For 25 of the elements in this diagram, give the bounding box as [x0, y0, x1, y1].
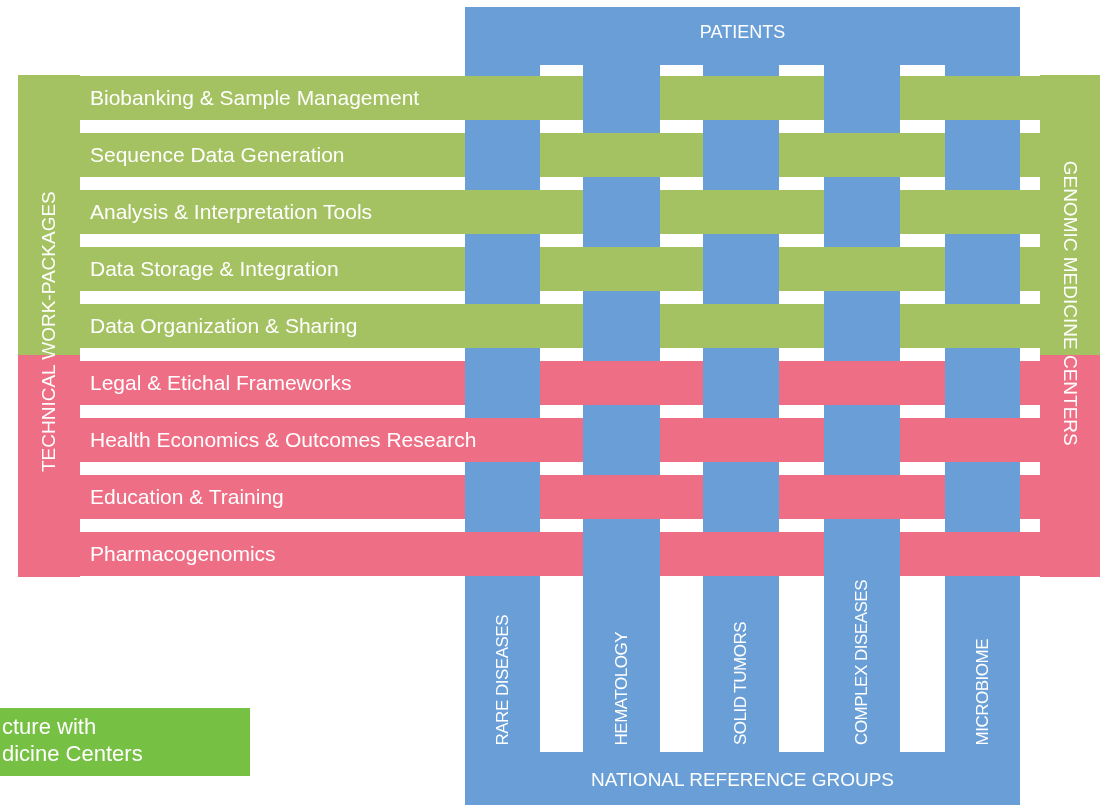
work-package-strip: Biobanking & Sample Management: [80, 76, 583, 120]
strip-label: HEMATOLOGY: [611, 631, 632, 745]
side-band: [18, 75, 80, 577]
work-package-strip: Pharmacogenomics: [80, 532, 583, 576]
footer-bar: NATIONAL REFERENCE GROUPS: [465, 752, 1020, 805]
work-package-strip: Legal & Etichal Frameworks: [80, 361, 465, 405]
strip-label: SOLID TUMORS: [731, 621, 751, 745]
work-package-strip: Analysis & Interpretation Tools: [80, 190, 583, 234]
work-package-strip: Sequence Data Generation: [80, 133, 465, 177]
caption-box: [0, 708, 250, 776]
caption-text: cture with dicine Centers: [2, 713, 144, 767]
side-label: GENOMIC MEDICINE CENTERS: [1059, 160, 1081, 446]
side-label: TECHNICAL WORK-PACKAGES: [38, 191, 60, 473]
strip-label: MICROBIOME: [972, 638, 993, 745]
strip-label: RARE DISEASES: [492, 614, 513, 745]
side-band: [1040, 75, 1100, 577]
work-package-strip: Education & Training: [80, 475, 465, 519]
work-package-strip: Data Storage & Integration: [80, 247, 465, 291]
header-bar: PATIENTS: [465, 7, 1020, 65]
strip-label: COMPLEX DISEASES: [852, 580, 872, 745]
vertical-strip: [945, 576, 1020, 752]
vertical-strip: [703, 576, 779, 752]
vertical-strip: [465, 576, 540, 752]
work-package-strip: Health Economics & Outcomes Research: [80, 418, 583, 462]
work-package-strip: Data Organization & Sharing: [80, 304, 583, 348]
